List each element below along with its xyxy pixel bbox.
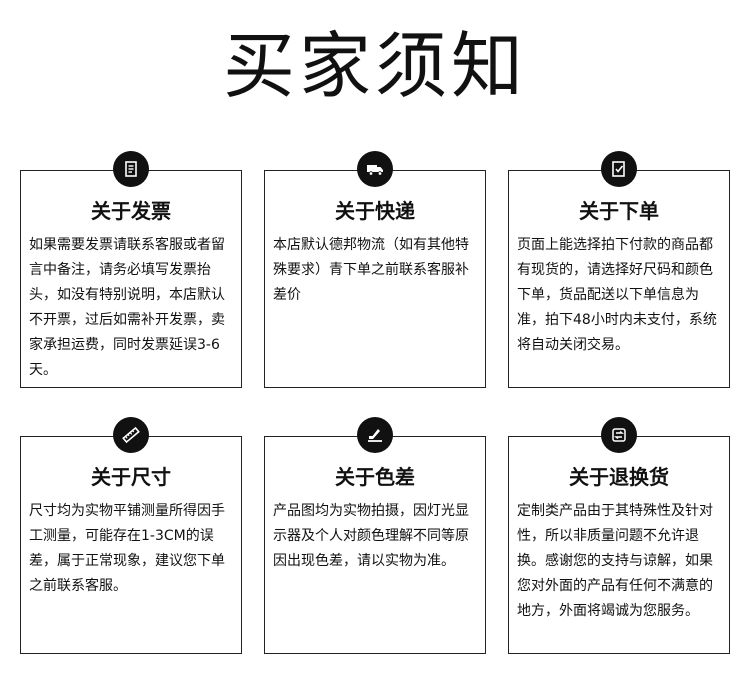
return-exchange-card: 关于退换货 定制类产品由于其特殊性及针对性，所以非质量问题不允许退换。感谢您的支… (508, 436, 730, 654)
color-card: 关于色差 产品图均为实物拍摄，因灯光显示器及个人对颜色理解不同等原因出现色差，请… (264, 436, 486, 654)
color-swatch-icon (357, 417, 393, 453)
card-title: 关于色差 (335, 465, 415, 489)
card-body: 如果需要发票请联系客服或者留言中备注，请务必填写发票抬头，如没有特别说明，本店默… (29, 237, 225, 378)
card-title: 关于发票 (91, 199, 171, 223)
exchange-icon (601, 417, 637, 453)
card-body: 本店默认德邦物流（如有其他特殊要求）青下单之前联系客服补差价 (273, 237, 469, 303)
page-title: 买家须知 (222, 24, 527, 108)
card-body: 定制类产品由于其特殊性及针对性，所以非质量问题不允许退换。感谢您的支持与谅解，如… (517, 503, 713, 619)
card-body: 尺寸均为实物平铺测量所得因手工测量，可能存在1-3CM的误差，属于正常现象，建议… (29, 503, 225, 594)
order-card: 关于下单 页面上能选择拍下付款的商品都有现货的，请选择好尺码和颜色下单，货品配送… (508, 170, 730, 388)
card-body: 页面上能选择拍下付款的商品都有现货的，请选择好尺码和颜色下单，货品配送以下单信息… (517, 237, 717, 353)
delivery-truck-icon (357, 151, 393, 187)
card-title: 关于尺寸 (91, 465, 171, 489)
invoice-card: 关于发票 如果需要发票请联系客服或者留言中备注，请务必填写发票抬头，如没有特别说… (20, 170, 242, 388)
order-form-icon (601, 151, 637, 187)
card-title: 关于下单 (579, 199, 659, 223)
delivery-card: 关于快递 本店默认德邦物流（如有其他特殊要求）青下单之前联系客服补差价 (264, 170, 486, 388)
receipt-icon (113, 151, 149, 187)
card-title: 关于快递 (335, 199, 415, 223)
card-body: 产品图均为实物拍摄，因灯光显示器及个人对颜色理解不同等原因出现色差，请以实物为准… (273, 503, 469, 569)
ruler-icon (113, 417, 149, 453)
card-title: 关于退换货 (569, 465, 669, 489)
size-card: 关于尺寸 尺寸均为实物平铺测量所得因手工测量，可能存在1-3CM的误差，属于正常… (20, 436, 242, 654)
